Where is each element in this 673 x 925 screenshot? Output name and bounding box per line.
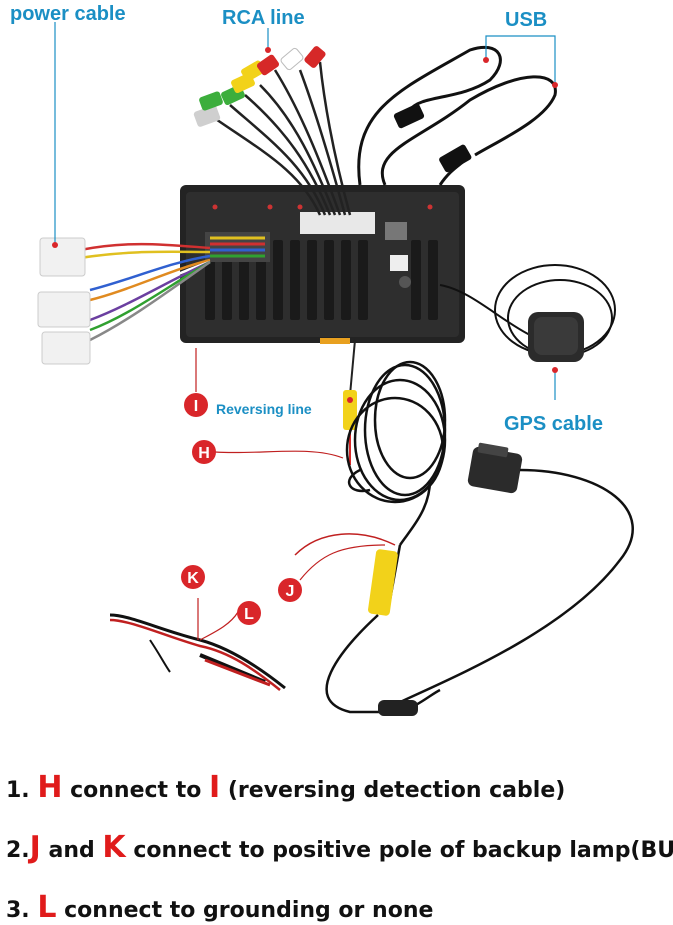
reversing-line	[343, 339, 357, 465]
instruction-text: connect to positive pole of backup lamp(…	[125, 838, 673, 863]
highlight-letter: J	[29, 830, 41, 865]
badge-j: J	[278, 578, 302, 602]
rca-line-label: RCA line	[222, 7, 305, 29]
svg-text:J: J	[286, 583, 295, 600]
instruction-number: 1.	[6, 778, 30, 803]
svg-text:L: L	[244, 606, 254, 623]
instruction-3: 3. L connect to grounding or none	[6, 890, 433, 925]
gps-cable-label: GPS cable	[504, 413, 603, 435]
rca-line-bundle	[193, 46, 352, 216]
highlight-letter: K	[102, 830, 126, 865]
power-cable-label: power cable	[10, 3, 126, 25]
instruction-number: 2.	[6, 838, 30, 863]
svg-text:I: I	[194, 398, 198, 415]
wiring-diagram: power cable RCA line USB Reversing line …	[10, 3, 634, 716]
callout-lines	[52, 22, 558, 581]
head-unit	[180, 185, 465, 344]
usb-cables	[357, 45, 557, 186]
highlight-letter: I	[209, 770, 221, 805]
svg-text:K: K	[187, 570, 199, 587]
backup-camera	[379, 442, 634, 714]
highlight-letter: L	[37, 890, 57, 925]
usb-label: USB	[505, 9, 547, 31]
highlight-letter: H	[37, 770, 63, 805]
camera-rca-lead	[294, 533, 441, 716]
instruction-text: (reversing detection cable)	[220, 778, 566, 803]
instruction-text: connect to grounding or none	[56, 898, 434, 923]
power-lead	[109, 598, 286, 691]
instruction-text: connect to	[62, 778, 210, 803]
badge-h: H	[192, 440, 216, 464]
instruction-1: 1. H connect to I (reversing detection c…	[6, 770, 565, 805]
badge-l: L	[237, 601, 261, 625]
gps-antenna	[439, 264, 616, 362]
svg-text:H: H	[198, 445, 210, 462]
power-cable-harness	[37, 237, 211, 365]
badge-i: I	[184, 393, 208, 417]
instruction-number: 3.	[6, 898, 30, 923]
badge-k: K	[181, 565, 205, 589]
extension-coil	[345, 360, 447, 546]
reversing-line-label: Reversing line	[216, 401, 312, 417]
instruction-text: and	[40, 838, 103, 863]
instruction-2: 2.J and K connect to positive pole of ba…	[6, 830, 673, 865]
